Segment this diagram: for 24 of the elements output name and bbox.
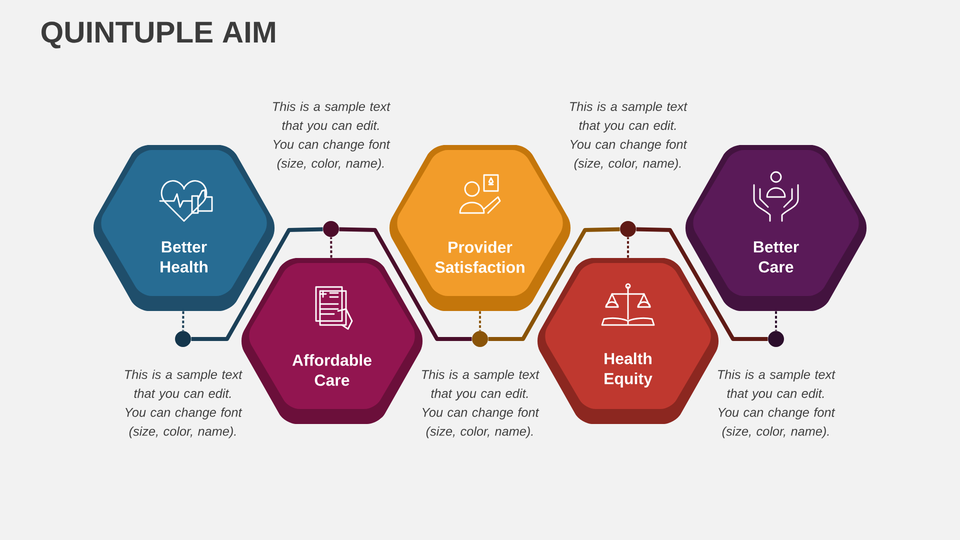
connector-line xyxy=(636,227,768,341)
dot xyxy=(768,331,784,347)
connector-line xyxy=(479,311,481,331)
hexagon: Better Care xyxy=(685,145,867,311)
dot xyxy=(175,331,191,347)
dot xyxy=(620,221,636,237)
sample-text: This is a sample text that you can edit. You can change font (size, color, name). xyxy=(422,370,540,438)
dot xyxy=(472,331,488,347)
sample-text: This is a sample text that you can edit. You can change font (size, color, name). xyxy=(570,102,688,170)
connector-line xyxy=(182,311,184,331)
connector-line xyxy=(330,237,332,258)
sample-text: This is a sample text that you can edit. You can change font (size, color, name). xyxy=(125,370,243,438)
connector-line xyxy=(339,227,472,341)
hexagon: Affordable Care xyxy=(241,258,423,424)
connector-line xyxy=(488,227,620,341)
hexagon: Better Health xyxy=(93,145,275,311)
dot xyxy=(323,221,339,237)
connector-line xyxy=(191,227,323,341)
title: QUINTUPLE AIM xyxy=(42,22,275,48)
hexagon: Provider Satisfaction xyxy=(389,145,571,311)
connector-line xyxy=(775,311,777,331)
sample-text: This is a sample text that you can edit. You can change font (size, color, name). xyxy=(718,370,836,438)
sample-text: This is a sample text that you can edit. You can change font (size, color, name). xyxy=(273,102,391,170)
connector-line xyxy=(627,237,629,258)
